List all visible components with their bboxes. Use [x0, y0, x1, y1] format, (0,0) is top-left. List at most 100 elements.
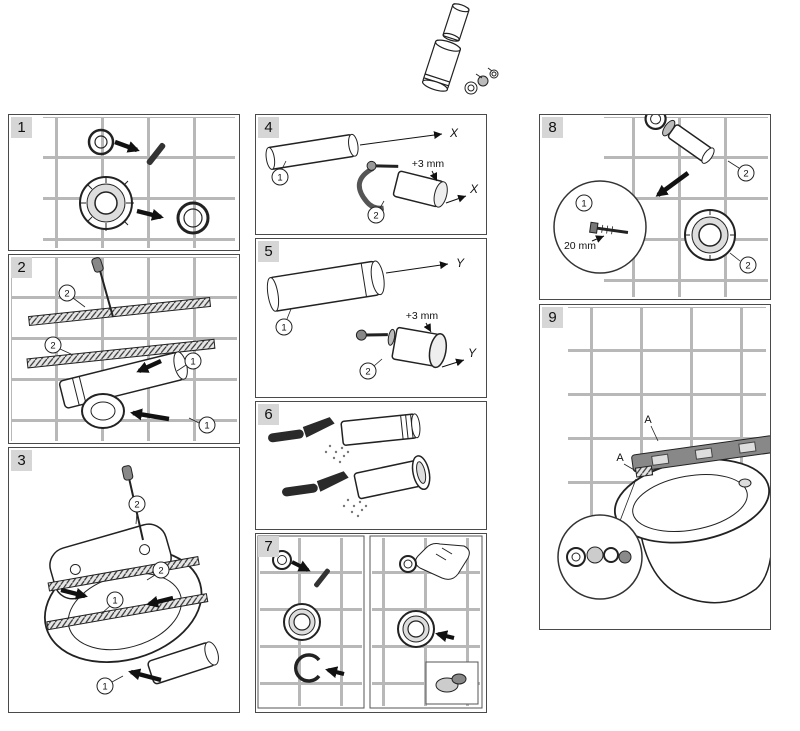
large-pipe: [266, 260, 385, 312]
step-panel-3: 3: [8, 447, 240, 713]
svg-text:1: 1: [281, 323, 286, 334]
dimension-arrow: [441, 358, 465, 368]
step-7-illustration: [257, 535, 483, 709]
svg-text:2: 2: [743, 169, 748, 180]
arrow-icon: [291, 560, 311, 572]
arrow-icon: [130, 408, 170, 422]
svg-text:2: 2: [745, 261, 750, 272]
svg-text:1: 1: [112, 596, 117, 607]
callout-1: 1: [271, 160, 289, 186]
svg-text:2: 2: [158, 566, 163, 577]
svg-text:1: 1: [581, 199, 586, 210]
lubricant-inset: [425, 661, 479, 705]
arrow-icon: [325, 666, 345, 679]
step-panel-8: 8 2: [539, 114, 771, 300]
step-9-badge: 9: [542, 307, 563, 328]
step-5-illustration: 1 Y 2 +3 mm Y: [266, 256, 477, 380]
callout-2: 2: [128, 495, 146, 525]
spirit-level: [631, 435, 770, 473]
callout-1: 1: [96, 675, 124, 695]
hand-icon: [414, 543, 470, 580]
leader-line: [650, 425, 659, 442]
step-panel-2: 2: [8, 254, 240, 444]
fixing-bolt: [589, 221, 629, 235]
arrow-icon: [60, 587, 88, 600]
step-5-badge: 5: [258, 241, 279, 262]
label-a-top: A: [644, 414, 652, 426]
step-panel-6: 6: [255, 401, 487, 530]
step-2-illustration: 2 2 1 1: [11, 257, 237, 441]
seal-ring-small: [399, 555, 417, 573]
applicator-brush: [282, 471, 349, 497]
svg-text:2: 2: [373, 211, 378, 222]
svg-text:1: 1: [102, 682, 107, 693]
step-1-badge: 1: [11, 117, 32, 138]
callout-2: 2: [44, 336, 72, 355]
svg-text:2: 2: [134, 500, 139, 511]
callout-2: 2: [727, 160, 755, 182]
step-panel-4: 4 1 X: [255, 114, 487, 235]
dimension-arrow: [359, 131, 443, 146]
adhesive-dots: [324, 444, 350, 464]
step-panel-9: 9: [539, 304, 771, 630]
connector-pipe: [265, 133, 359, 170]
pipe-set: [421, 3, 470, 92]
offset-label: +3 mm: [406, 310, 439, 322]
svg-text:2: 2: [365, 367, 370, 378]
step-8-illustration: 2 1 20 mm 2: [553, 115, 768, 297]
shim-block: [634, 465, 654, 478]
retaining-pin: [146, 142, 166, 166]
small-seals: [464, 69, 499, 95]
magnifier-circle: [553, 180, 647, 274]
dimension-arrow: [591, 235, 605, 243]
offset-arrow: [423, 322, 432, 333]
threaded-collar: [79, 176, 134, 231]
step-9-illustration: A A: [557, 307, 770, 604]
snap-ring: [294, 653, 321, 683]
leader-lines: [475, 67, 493, 79]
svg-text:2: 2: [50, 341, 55, 352]
step-2-badge: 2: [11, 257, 32, 278]
dim-label-20mm: 20 mm: [564, 240, 596, 252]
arrow-icon: [146, 595, 174, 608]
step-4-badge: 4: [258, 117, 279, 138]
arrow-icon: [114, 139, 140, 153]
bolt-assembly: [355, 326, 448, 369]
callout-2: 2: [146, 561, 170, 581]
step-1-illustration: [43, 117, 235, 248]
gasket-ring: [176, 201, 210, 235]
mounting-rails: [26, 296, 216, 369]
label-a-side: A: [616, 452, 624, 464]
callout-2: 2: [359, 358, 383, 380]
svg-text:1: 1: [204, 421, 209, 432]
arrow-icon: [136, 358, 162, 374]
step-panel-1: 1: [8, 114, 240, 251]
step-8-badge: 8: [542, 117, 563, 138]
dim-label-x-top: X: [449, 126, 459, 140]
seal-ring-small: [87, 128, 115, 156]
dim-label-x-bottom: X: [469, 182, 479, 196]
step-6-badge: 6: [258, 404, 279, 425]
callout-1: 1: [176, 352, 202, 372]
callout-2: 2: [58, 284, 86, 308]
callout-1: 1: [100, 591, 124, 615]
outlet-pipe: [147, 641, 219, 685]
pipe-and-seals: [644, 115, 715, 164]
dim-label-y-bottom: Y: [468, 346, 477, 360]
step-3-badge: 3: [11, 450, 32, 471]
arrow-icon: [128, 668, 162, 683]
dim-label-y-top: Y: [456, 256, 465, 270]
leader-line: [623, 463, 637, 472]
pipe-threaded: [340, 413, 421, 446]
applicator-brush: [268, 417, 335, 443]
callout-1: 1: [275, 308, 293, 336]
step-panel-7: 7: [255, 533, 487, 713]
arrow-icon: [136, 208, 164, 221]
parts-overview: [421, 3, 499, 95]
offset-arrow: [429, 170, 438, 182]
washer-set: [566, 546, 632, 567]
step-7-badge: 7: [258, 536, 279, 557]
wall-tiles: [43, 117, 235, 248]
wall-hung-toilet: [613, 458, 770, 604]
